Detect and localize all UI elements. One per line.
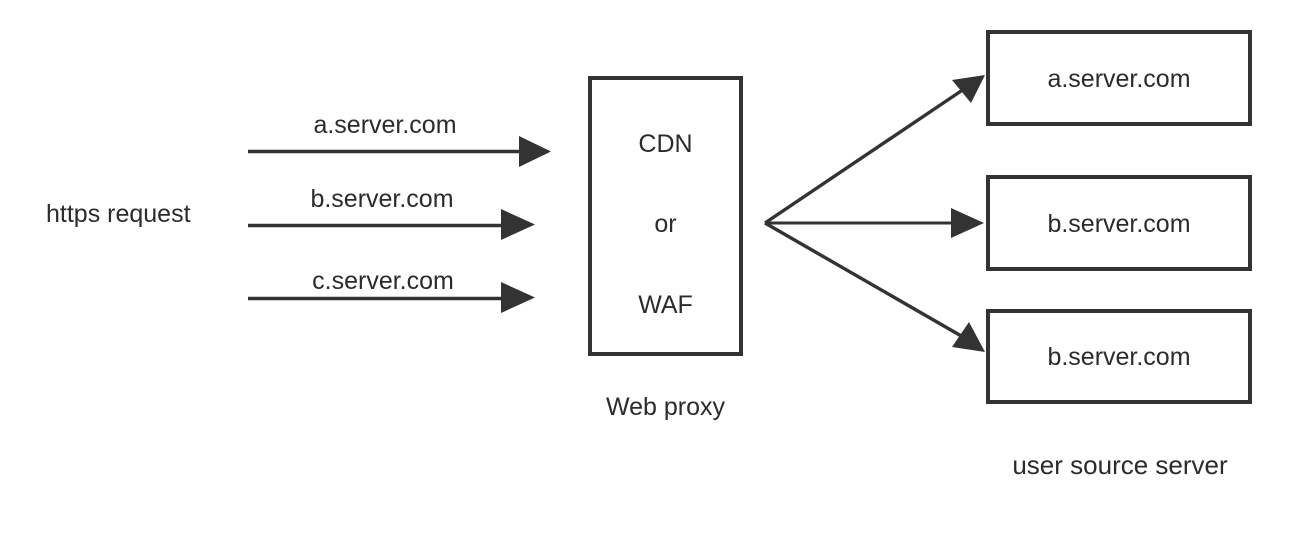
origin-server-2-label: b.server.com — [1047, 210, 1190, 238]
web-proxy-line-cdn: CDN — [638, 130, 692, 158]
fanout-edge-2-head — [951, 208, 984, 238]
request-arrow-3-label: c.server.com — [312, 267, 454, 295]
origin-server-1-box — [986, 30, 1252, 126]
web-proxy-caption: Web proxy — [606, 393, 726, 421]
request-arrow-3-head — [501, 282, 535, 313]
fanout-edge-1 — [764, 75, 985, 225]
origin-server-3-label: b.server.com — [1047, 343, 1190, 371]
request-arrow-3: c.server.com — [248, 267, 535, 313]
request-arrow-2-label: b.server.com — [310, 185, 453, 213]
origin-server-1-label: a.server.com — [1047, 65, 1190, 93]
fanout-edge-3-head — [952, 322, 985, 352]
origin-server-3: b.server.com — [986, 309, 1252, 404]
request-arrow-2-head — [501, 209, 535, 240]
origin-server-2-box — [986, 175, 1252, 271]
fanout-edge-2 — [765, 208, 984, 238]
web-proxy-line-waf: WAF — [638, 291, 693, 319]
user-source-server-caption: user source server — [1012, 450, 1228, 480]
request-arrow-1: a.server.com — [248, 111, 551, 167]
origin-server-1: a.server.com — [986, 30, 1252, 126]
request-arrow-1-label: a.server.com — [313, 111, 456, 139]
web-proxy-node: CDN or WAF Web proxy — [588, 76, 743, 421]
web-proxy-box — [588, 76, 743, 356]
origin-server-2: b.server.com — [986, 175, 1252, 271]
origin-server-3-box — [986, 309, 1252, 404]
fanout-edge-1-head — [952, 75, 985, 103]
request-arrow-2: b.server.com — [248, 185, 535, 240]
request-arrow-1-head — [519, 136, 551, 167]
fanout-edge-1-line — [764, 83, 971, 225]
https-request-label: https request — [46, 200, 191, 228]
fanout-edge-3-line — [764, 221, 971, 343]
fanout-edge-3 — [764, 221, 985, 352]
web-proxy-line-or: or — [654, 210, 676, 238]
